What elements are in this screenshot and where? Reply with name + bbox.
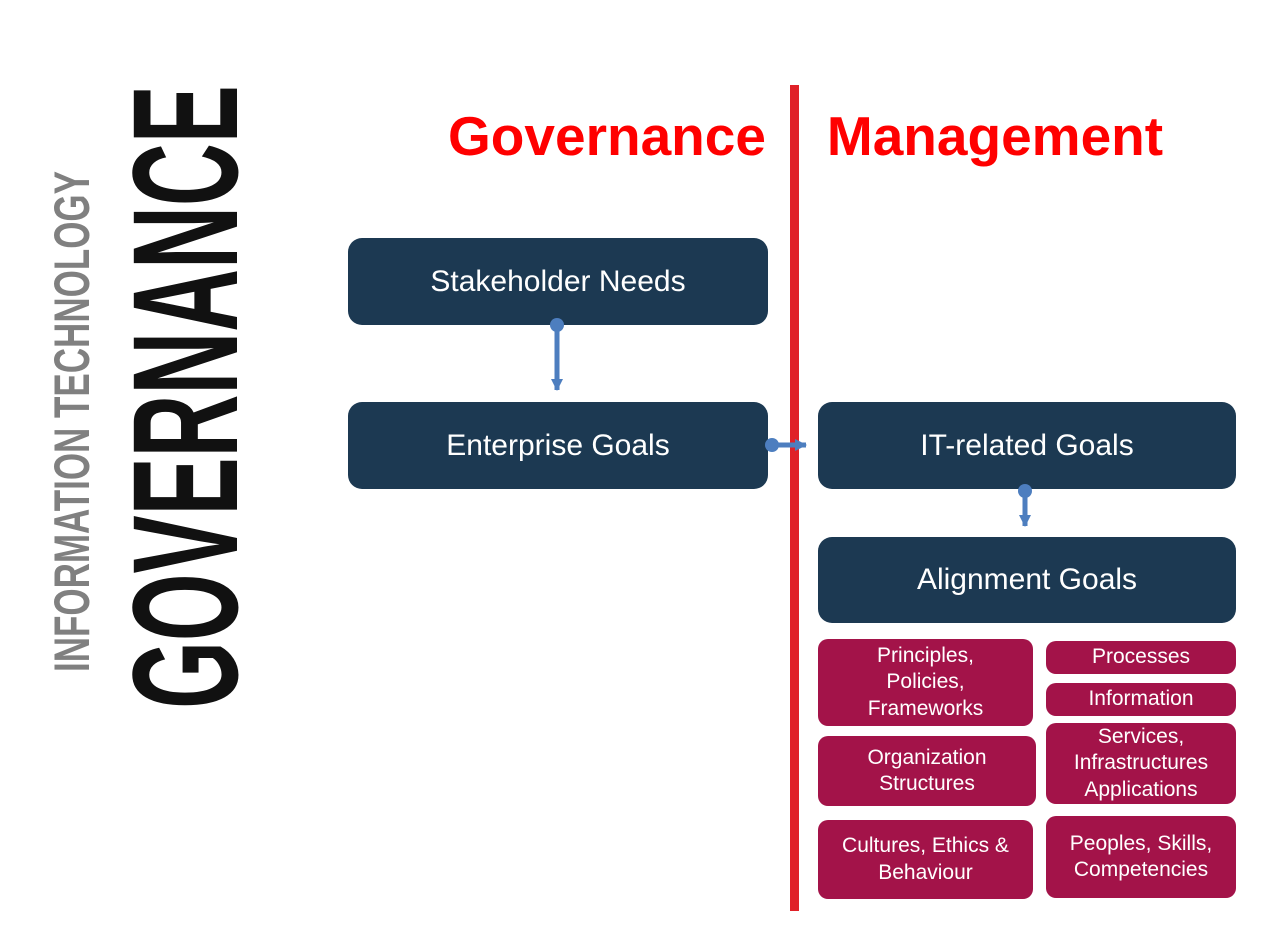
peoples-skills-competencies-box: Peoples, Skills, Competencies — [1046, 816, 1236, 898]
arrow-enterprise-to-it-related — [765, 438, 807, 452]
organization-structures-box: Organization Structures — [818, 736, 1036, 806]
information-box: Information — [1046, 683, 1236, 716]
arrow-stakeholder-to-enterprise — [550, 318, 564, 391]
vertical-subtitle-information-technology: INFORMATION TECHNOLOGY — [44, 171, 100, 672]
arrow-it-related-to-alignment — [1018, 484, 1032, 527]
processes-box: Processes — [1046, 641, 1236, 674]
it-related-goals-box: IT-related Goals — [818, 402, 1236, 489]
stakeholder-needs-box: Stakeholder Needs — [348, 238, 768, 325]
alignment-goals-box: Alignment Goals — [818, 537, 1236, 623]
enterprise-goals-box: Enterprise Goals — [348, 402, 768, 489]
governance-management-divider-line — [790, 85, 799, 911]
cultures-ethics-behaviour-box: Cultures, Ethics & Behaviour — [818, 820, 1033, 899]
vertical-title-governance: GOVERNANCE — [101, 85, 269, 709]
principles-policies-frameworks-box: Principles, Policies, Frameworks — [818, 639, 1033, 726]
management-column-header: Management — [826, 105, 1164, 167]
services-infrastructures-applications-box: Services, Infrastructures Applications — [1046, 723, 1236, 804]
governance-column-header: Governance — [448, 105, 766, 167]
